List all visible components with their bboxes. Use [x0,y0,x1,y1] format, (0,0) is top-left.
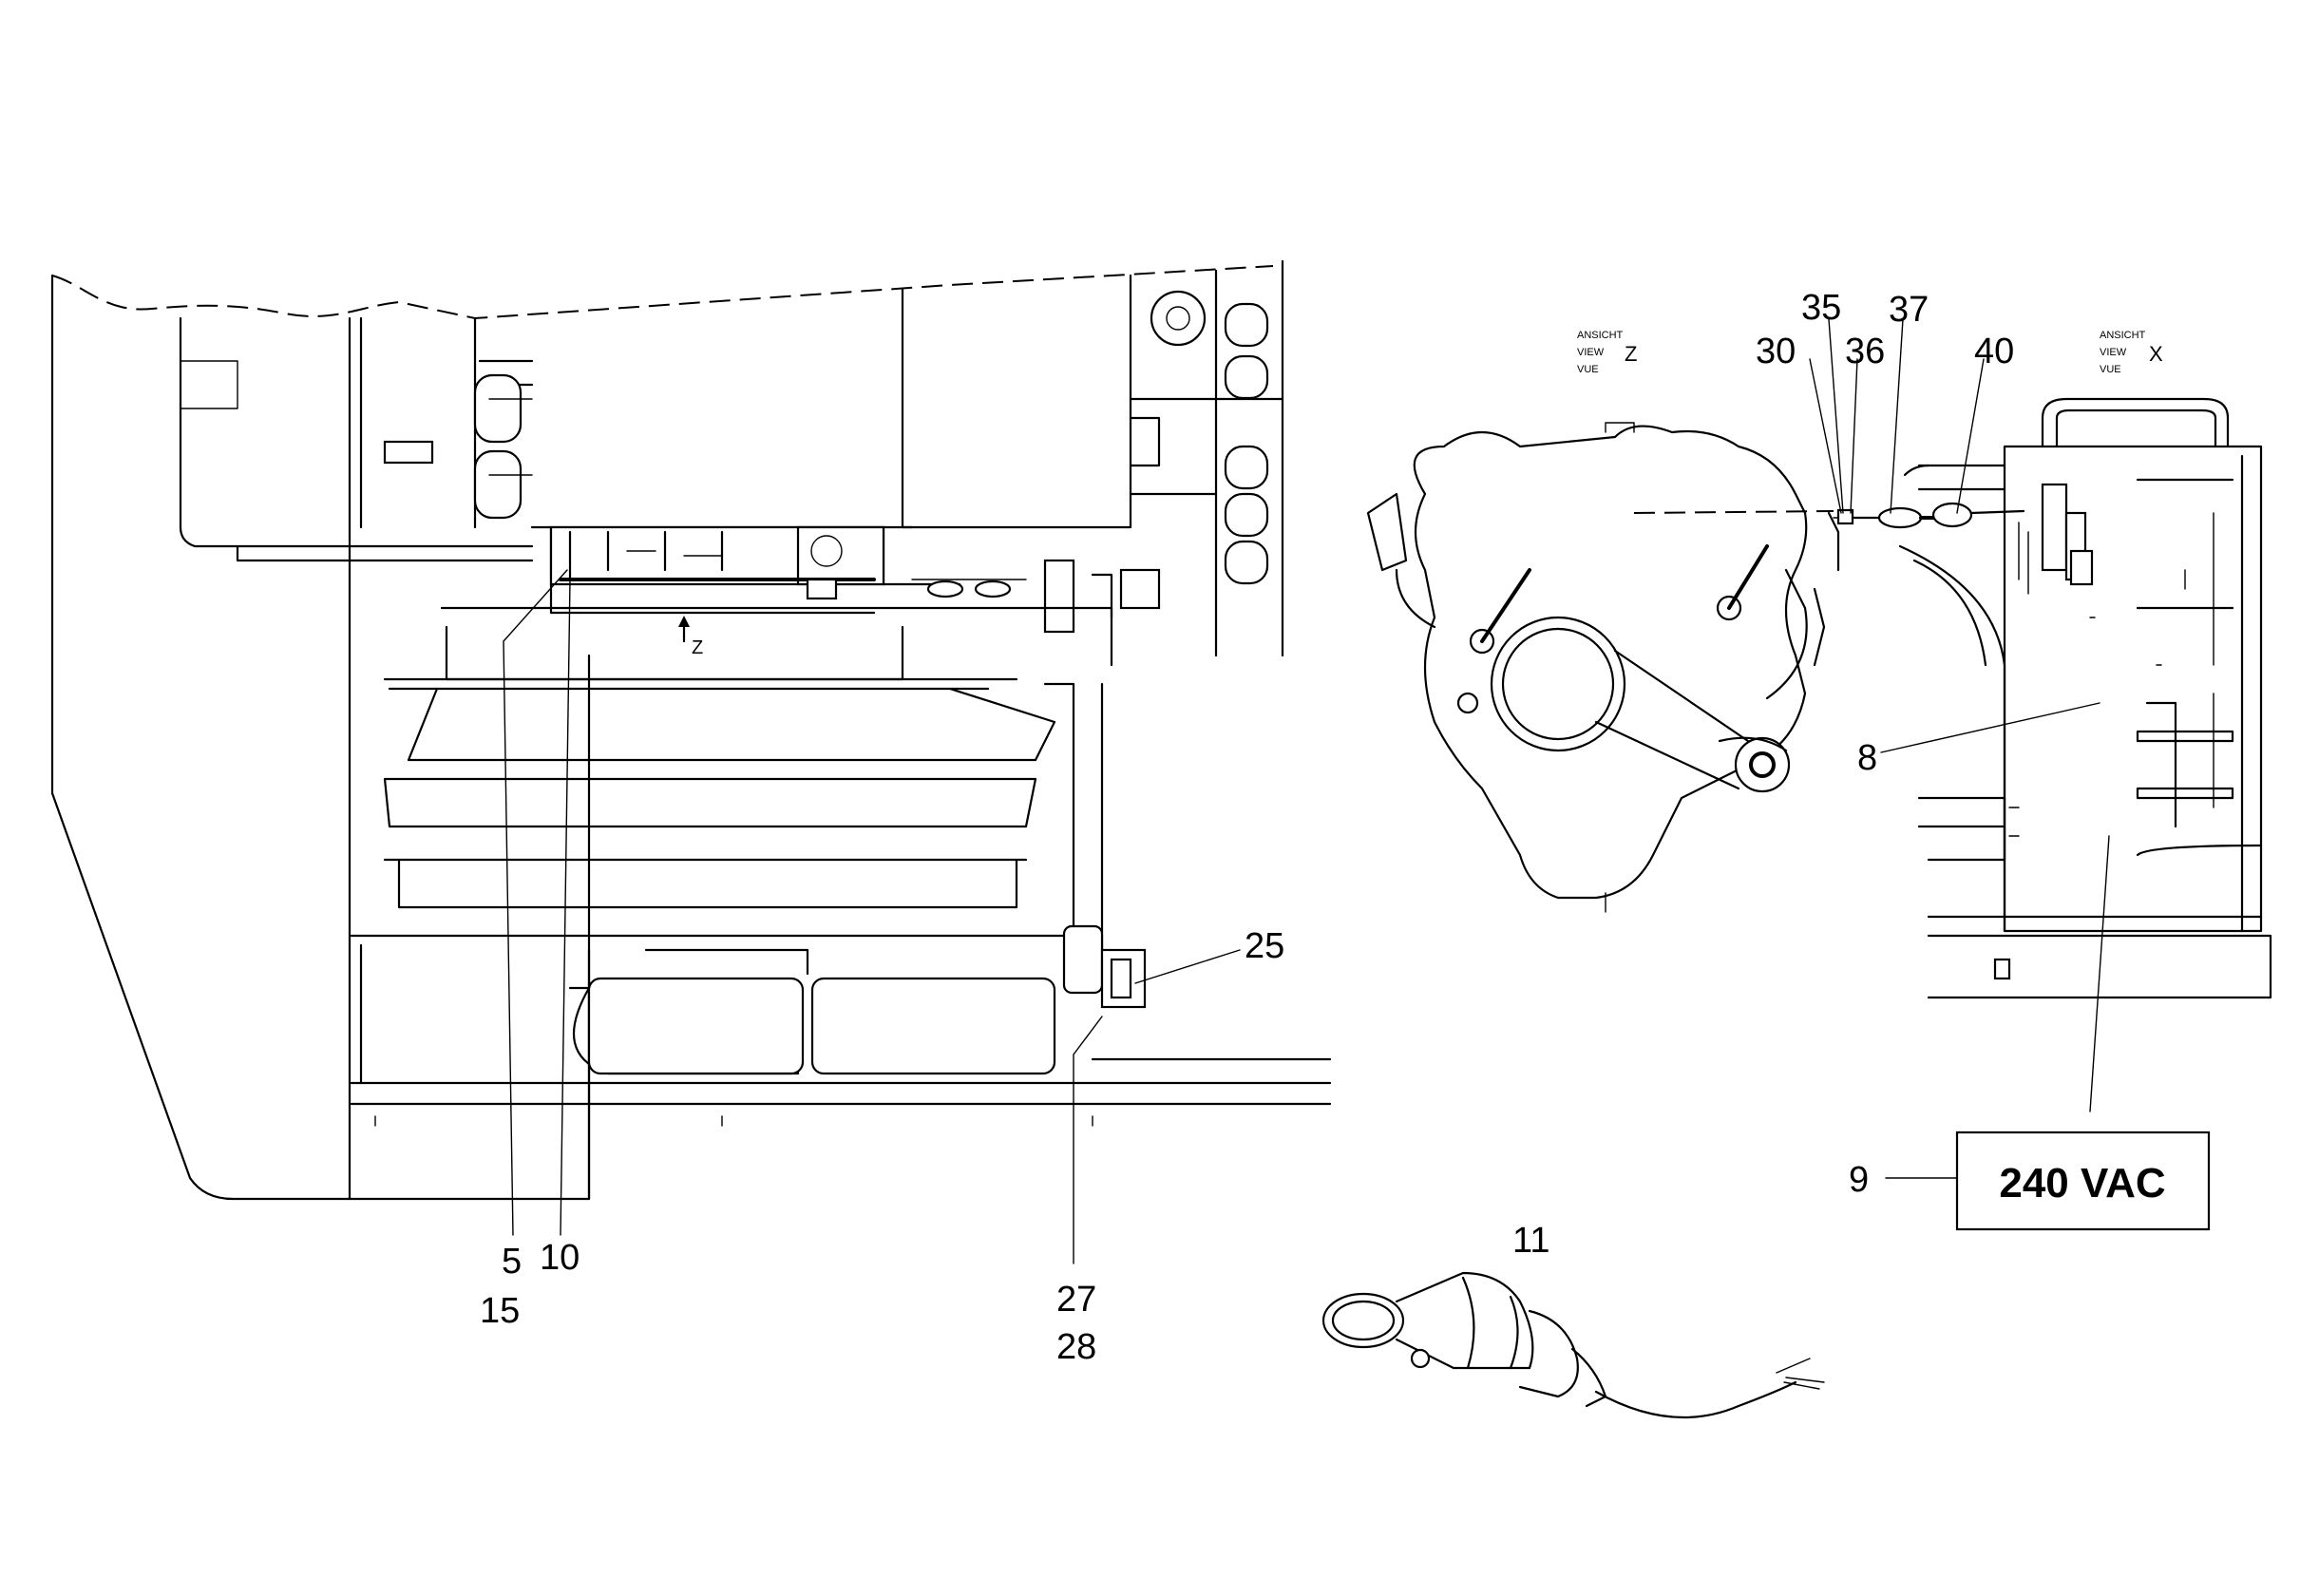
z-arrow-label: Z [692,637,703,658]
callout-11: 11 [1512,1221,1549,1261]
power-plug-cable [1321,1271,1825,1419]
view-x-line2: VIEW [2100,347,2127,358]
view-x-letter: X [2149,342,2163,366]
voltage-label: 240 VAC [1999,1160,2165,1206]
view-z-line3: VUE [1577,364,1599,375]
leader-lines-left [503,569,1241,1264]
callout-28: 28 [1056,1327,1096,1367]
callout-9: 9 [1849,1160,1869,1200]
callout-25: 25 [1245,926,1284,966]
engine-view-z: ANSICHT VIEW VUE Z [1366,330,2025,913]
callout-35: 35 [1801,288,1841,328]
callout-numbers: 5 15 10 25 27 28 11 9 8 30 35 36 37 40 [480,288,2014,1367]
callout-40: 40 [1974,332,2014,371]
voltage-label-box: 240 VAC [1955,1130,2211,1231]
view-z-line2: VIEW [1577,347,1605,358]
callout-27: 27 [1056,1280,1096,1320]
callout-8: 8 [1857,738,1877,778]
view-x-line3: VUE [2100,364,2121,375]
leader-9-up [2089,835,2110,1112]
view-z-line1: ANSICHT [1577,330,1624,341]
charger-view-x: ANSICHT VIEW VUE X [1898,330,2272,999]
callout-5: 5 [502,1242,522,1282]
view-x-line1: ANSICHT [2100,330,2146,341]
callout-36: 36 [1845,332,1885,371]
view-z-letter: Z [1625,342,1637,366]
callout-10: 10 [540,1238,580,1278]
leader-lines-top-right [1809,318,2100,753]
machine-side-view: Z [50,259,1332,1201]
callout-37: 37 [1889,290,1929,330]
callout-30: 30 [1756,332,1796,371]
callout-15: 15 [480,1291,520,1331]
